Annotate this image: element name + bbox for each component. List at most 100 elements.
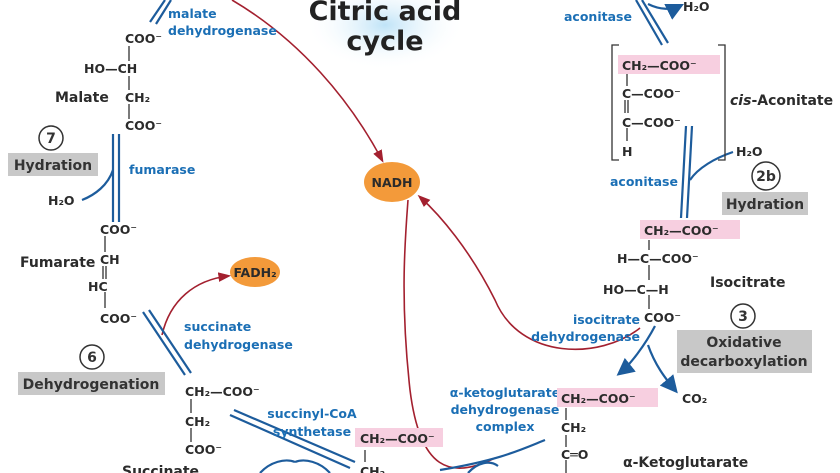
h2o-in-arrow	[81, 169, 115, 202]
svg-text:COO⁻: COO⁻	[125, 118, 162, 133]
step-box	[18, 372, 165, 395]
svg-text:HO—CH: HO—CH	[84, 61, 137, 76]
svg-text:CH₂—COO⁻: CH₂—COO⁻	[185, 384, 260, 399]
h2o-in-right-arrow	[689, 150, 734, 181]
step-label: Hydration	[14, 158, 92, 174]
svg-text:CH₂: CH₂	[561, 420, 586, 435]
enzyme-malate-dh-1: malate	[168, 6, 217, 21]
malate-dh-arrow	[149, 0, 172, 25]
svg-text:HO—C—H: HO—C—H	[603, 282, 669, 297]
step-label: Hydration	[726, 197, 804, 213]
enzyme-isocitrate-dh-1: isocitrate	[573, 312, 640, 327]
title-glow	[305, 0, 465, 70]
molecule-fumarate: COO⁻ Fumarate CH HC COO⁻	[20, 222, 137, 326]
svg-text:CH₂—COO⁻: CH₂—COO⁻	[561, 391, 636, 406]
svg-text:H: H	[622, 144, 632, 159]
coa-arrow	[467, 461, 499, 473]
title-line2: cycle	[346, 26, 423, 57]
aconitase-top-arrow	[635, 0, 669, 46]
enzyme-akg-dh-3: complex	[476, 419, 535, 434]
svg-text:C═O: C═O	[561, 447, 588, 462]
nadh-label: NADH	[372, 175, 413, 190]
step-number: 2b	[756, 169, 776, 185]
svg-text:C—COO⁻: C—COO⁻	[622, 86, 681, 101]
svg-text:CH₂: CH₂	[360, 464, 385, 473]
aconitase-bottom-arrow	[679, 125, 694, 219]
succinate-to-fadh2-arrow	[161, 272, 232, 336]
svg-text:CH₂: CH₂	[125, 90, 150, 105]
molecule-alpha-ketoglutarate: CH₂—COO⁻ CH₂ C═O α-Ketoglutarate	[557, 388, 748, 473]
molecule-isocitrate: CH₂—COO⁻ H—C—COO⁻ HO—C—H Isocitrate COO⁻	[603, 220, 786, 325]
svg-text:CH₂—COO⁻: CH₂—COO⁻	[622, 58, 697, 73]
molecule-cis-aconitate: CH₂—COO⁻ C—COO⁻ C—COO⁻ H cis-Aconitate	[611, 44, 833, 161]
enzyme-isocitrate-dh-2: dehydrogenase	[531, 329, 640, 344]
step-number: 7	[46, 131, 56, 147]
h2o-out-arrow	[647, 3, 684, 20]
isocitrate-to-nadh-arrow	[417, 194, 641, 351]
step-label-1: Oxidative	[706, 335, 781, 351]
step-box	[677, 330, 812, 373]
enzyme-fumarase: fumarase	[129, 162, 195, 177]
h2o-left: H₂O	[48, 193, 75, 208]
molecule-name: α-Ketoglutarate	[623, 455, 748, 471]
step-number: 6	[87, 350, 97, 366]
succinate-dh-arrow	[142, 309, 192, 376]
step-box	[722, 192, 808, 215]
svg-text:COO⁻: COO⁻	[185, 442, 222, 457]
nadh-badge	[364, 162, 420, 202]
step-6: 6 Dehydrogenation	[18, 344, 165, 395]
molecule-name: Malate	[55, 90, 109, 106]
step-number-circle	[38, 125, 64, 151]
succinyl-coa-synthetase-arrow	[229, 408, 356, 470]
isocitrate-dh-arrow	[616, 325, 656, 376]
step-2b: 2b Hydration	[722, 161, 808, 215]
svg-text:CH: CH	[100, 252, 120, 267]
molecule-name: cis-Aconitate	[730, 93, 833, 109]
svg-text:COO⁻: COO⁻	[100, 311, 137, 326]
svg-text:H—C—COO⁻: H—C—COO⁻	[617, 251, 699, 266]
step-3: 3 Oxidative decarboxylation	[677, 303, 812, 373]
step-7: 7 Hydration	[8, 125, 98, 176]
svg-text:COO⁻: COO⁻	[644, 310, 681, 325]
enzyme-succinate-dh-1: succinate	[184, 319, 251, 334]
h2o-top: H₂O	[683, 0, 710, 14]
akg-dh-arrow	[439, 438, 546, 472]
svg-text:C—COO⁻: C—COO⁻	[622, 115, 681, 130]
svg-text:CH₂: CH₂	[185, 414, 210, 429]
svg-text:COO⁻: COO⁻	[125, 31, 162, 46]
molecule-succinate: CH₂—COO⁻ CH₂ COO⁻ Succinate	[122, 384, 260, 473]
enzyme-aconitase-bottom: aconitase	[610, 174, 678, 189]
fumarase-arrow	[111, 134, 121, 222]
molecule-malate: COO⁻ HO—CH Malate CH₂ COO⁻	[55, 31, 162, 133]
molecule-succinyl-coa: CH₂—COO⁻ CH₂	[355, 428, 443, 473]
svg-text:CH₂—COO⁻: CH₂—COO⁻	[644, 223, 719, 238]
blue-arrows	[81, 0, 734, 473]
svg-text:COO⁻: COO⁻	[100, 222, 137, 237]
fadh2-badge	[230, 257, 280, 287]
step-label-2: decarboxylation	[680, 354, 807, 370]
svg-text:HC: HC	[88, 279, 108, 294]
svg-text:CH₂—COO⁻: CH₂—COO⁻	[360, 431, 435, 446]
enzyme-aconitase-top: aconitase	[564, 9, 632, 24]
fadh2-label: FADH₂	[233, 265, 276, 280]
molecule-name: Isocitrate	[710, 275, 786, 291]
enzyme-malate-dh-2: dehydrogenase	[168, 23, 277, 38]
co2-out-arrow	[646, 344, 678, 394]
enzyme-akg-dh-1: α-ketoglutarate	[450, 385, 560, 400]
co2: CO₂	[682, 391, 707, 406]
title-line1: Citric acid	[309, 0, 462, 27]
enzyme-succinyl-coa-synthetase-2: synthetase	[273, 424, 351, 439]
molecule-name: Fumarate	[20, 255, 95, 271]
step-label: Dehydrogenation	[23, 377, 160, 393]
step-number-circle	[751, 161, 781, 191]
step-box	[8, 153, 98, 176]
step-number-circle	[730, 303, 756, 329]
malate-to-nadh-arrow	[231, 0, 384, 163]
enzyme-succinyl-coa-synthetase-1: succinyl-CoA	[267, 406, 357, 421]
enzyme-succinate-dh-2: dehydrogenase	[184, 337, 293, 352]
bracket	[611, 44, 726, 161]
enzyme-akg-dh-2: dehydrogenase	[451, 402, 560, 417]
gdp-gtp-arrows	[259, 459, 331, 473]
step-number-circle	[79, 344, 105, 370]
